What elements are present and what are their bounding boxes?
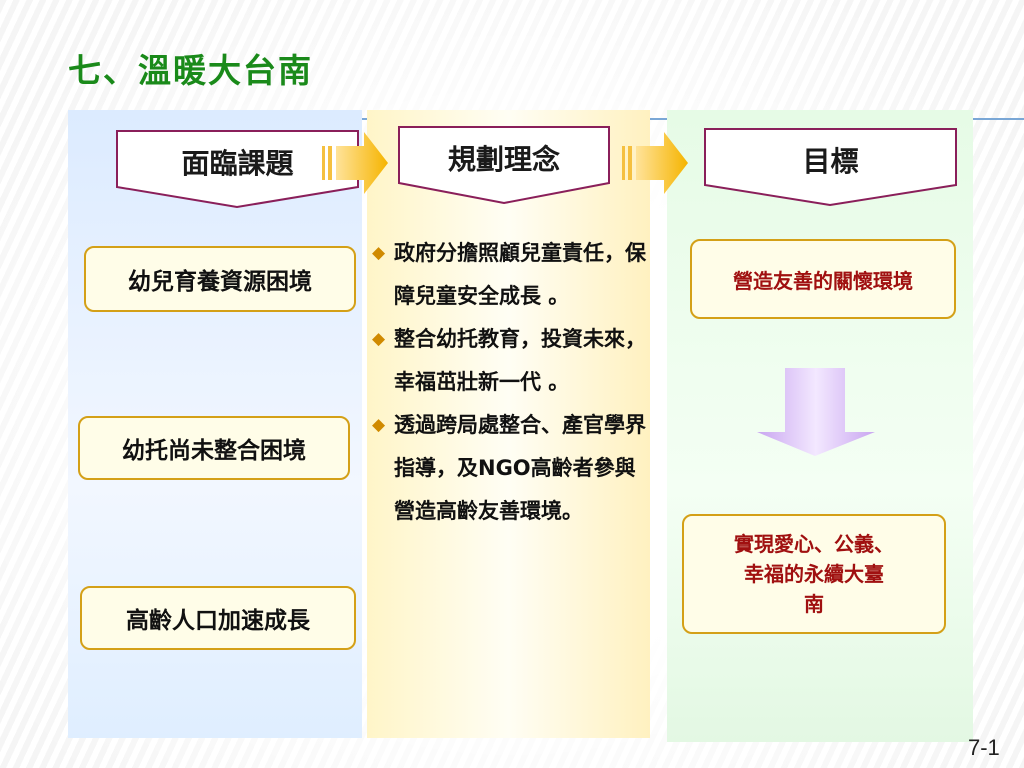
diamond-bullet-icon: ◆ bbox=[372, 415, 386, 435]
issue-label: 高齡人口加速成長 bbox=[126, 608, 310, 634]
goal-line: 實現愛心、公義、 bbox=[734, 532, 894, 556]
concept-text: 整合幼托教育，投資未來，幸福茁壯新一代 。 bbox=[394, 327, 646, 394]
down-arrow-icon bbox=[757, 368, 875, 456]
page-number: 7-1 bbox=[968, 735, 1000, 760]
diamond-bullet-icon: ◆ bbox=[372, 243, 386, 263]
header-concepts: 規劃理念 bbox=[398, 126, 641, 204]
header-goals-label: 目標 bbox=[802, 145, 859, 178]
list-item: ◆ 整合幼托教育，投資未來，幸福茁壯新一代 。 bbox=[372, 318, 647, 404]
goal-box-first: 營造友善的關懷環境 bbox=[690, 239, 956, 319]
pentagon-shape bbox=[116, 130, 359, 208]
issue-label: 幼兒育養資源困境 bbox=[128, 269, 312, 295]
concept-text: 透過跨局處整合、產官學界指導，及NGO高齡者參與營造高齡友善環境。 bbox=[394, 413, 646, 523]
goal-label: 營造友善的關懷環境 bbox=[733, 268, 913, 293]
header-issues-label: 面臨課題 bbox=[181, 147, 294, 180]
issue-label: 幼托尚未整合困境 bbox=[122, 438, 306, 464]
concepts-column bbox=[367, 110, 650, 738]
list-item: ◆ 透過跨局處整合、產官學界指導，及NGO高齡者參與營造高齡友善環境。 bbox=[372, 404, 647, 533]
flow-arrow-icon bbox=[322, 132, 388, 194]
concepts-list: ◆ 政府分擔照顧兒童責任，保障兒童安全成長 。 ◆ 整合幼托教育，投資未來，幸福… bbox=[372, 232, 647, 533]
header-goals: 目標 bbox=[704, 128, 957, 206]
concept-text: 政府分擔照顧兒童責任，保障兒童安全成長 。 bbox=[394, 241, 646, 308]
pentagon-shape bbox=[704, 128, 957, 206]
issue-box-aging: 高齡人口加速成長 bbox=[80, 586, 356, 650]
list-item: ◆ 政府分擔照顧兒童責任，保障兒童安全成長 。 bbox=[372, 232, 647, 318]
slide-title: 七、溫暖大台南 bbox=[68, 51, 313, 90]
goal-line: 南 bbox=[804, 592, 824, 616]
goal-box-second: 實現愛心、公義、 幸福的永續大臺 南 bbox=[682, 514, 946, 634]
goal-line: 幸福的永續大臺 bbox=[744, 562, 884, 586]
pentagon-shape bbox=[398, 126, 610, 204]
diamond-bullet-icon: ◆ bbox=[372, 329, 386, 349]
issue-box-childcare: 幼兒育養資源困境 bbox=[84, 246, 356, 312]
issue-box-integration: 幼托尚未整合困境 bbox=[78, 416, 350, 480]
flow-arrow-icon bbox=[622, 132, 688, 194]
header-concepts-label: 規劃理念 bbox=[447, 143, 560, 176]
header-issues: 面臨課題 bbox=[116, 130, 359, 208]
